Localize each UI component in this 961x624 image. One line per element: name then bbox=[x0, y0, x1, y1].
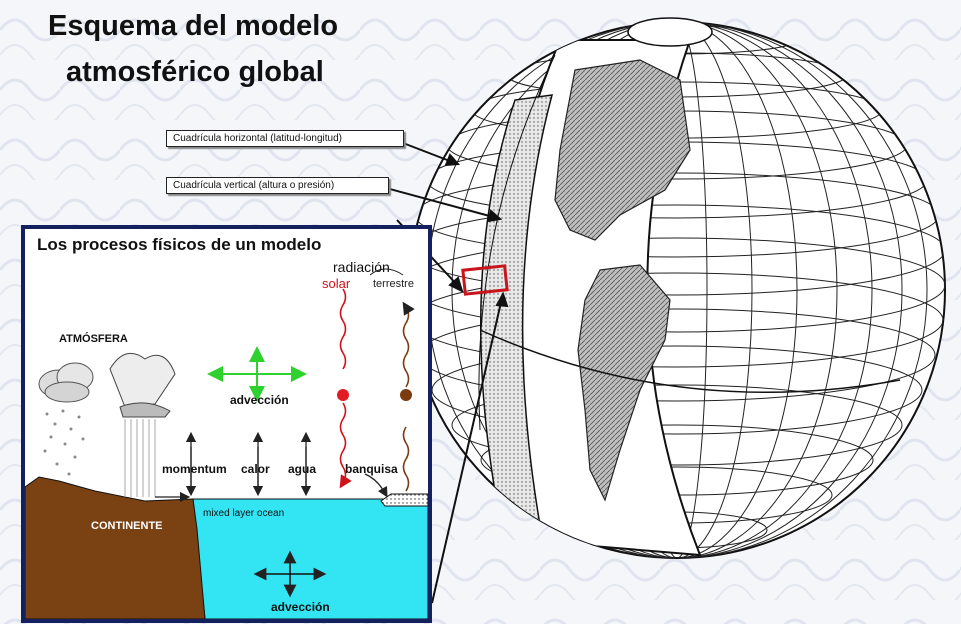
sea-ice-label: banquisa bbox=[345, 462, 398, 476]
diagram-title-line-1: Esquema del modelo bbox=[48, 10, 339, 42]
continent-label: CONTINENTE bbox=[91, 520, 163, 532]
advection-arrows-atmosphere bbox=[207, 346, 307, 402]
terrestrial-label: terrestre bbox=[373, 278, 414, 290]
terrestrial-wave-bottom bbox=[402, 426, 410, 492]
sea-ice bbox=[380, 493, 428, 507]
callout-vertical-grid: Cuadrícula vertical (altura o presión) bbox=[166, 177, 389, 194]
panel-title: Los procesos físicos de un modelo bbox=[37, 235, 322, 254]
cloud-icon bbox=[38, 362, 94, 476]
south-america-land bbox=[577, 264, 671, 502]
solar-wave-top bbox=[339, 288, 347, 370]
flux-arrows bbox=[155, 431, 388, 503]
solar-label: solar bbox=[322, 276, 351, 291]
radiation-label: radiación bbox=[333, 259, 390, 275]
solar-wave-bottom bbox=[339, 402, 352, 489]
polar-cap bbox=[627, 17, 713, 47]
storm-cloud-icon bbox=[109, 352, 176, 497]
sun-dot bbox=[337, 389, 349, 401]
momentum-label: momentum bbox=[162, 462, 227, 476]
heat-label: calor bbox=[241, 462, 270, 476]
processes-diagram bbox=[25, 268, 428, 619]
physical-processes-panel: Los procesos físicos de un modelo radiac… bbox=[21, 225, 432, 623]
advection-atmosphere-label: advección bbox=[230, 393, 289, 407]
water-label: agua bbox=[288, 462, 317, 476]
atmosphere-label: ATMÓSFERA bbox=[59, 333, 128, 345]
mixed-layer-label: mixed layer ocean bbox=[203, 508, 285, 519]
callout-horizontal-grid: Cuadrícula horizontal (latitud-longitud) bbox=[166, 130, 404, 147]
highlighted-grid-cell bbox=[461, 264, 509, 296]
diagram-title-line-2: atmosférico global bbox=[66, 56, 324, 88]
earth-dot bbox=[400, 389, 412, 401]
advection-ocean-label: advección bbox=[271, 600, 330, 614]
terrestrial-wave-top bbox=[402, 301, 415, 388]
north-america-land bbox=[554, 59, 691, 241]
advection-arrows-ocean bbox=[253, 550, 327, 598]
continent-land bbox=[25, 476, 206, 619]
